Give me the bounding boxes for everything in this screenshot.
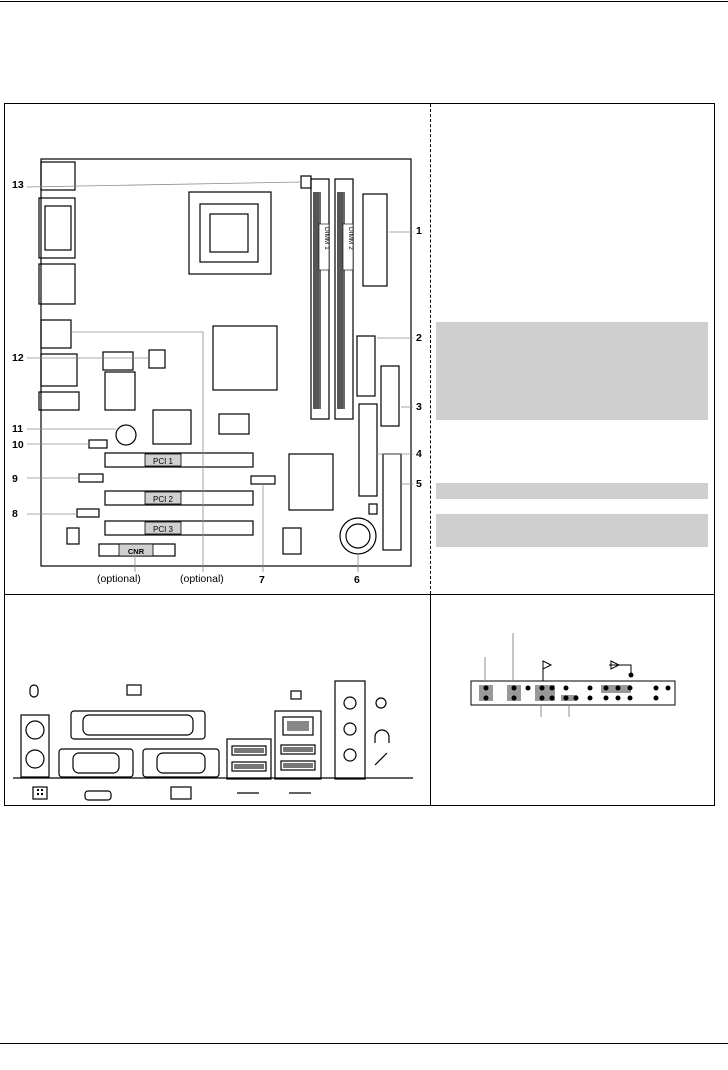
dimm1-label: DIMM 1 — [323, 227, 330, 250]
pci2-label: PCI 2 — [153, 495, 174, 504]
callout-3: 3 — [416, 401, 422, 413]
callout-1: 1 — [416, 225, 422, 237]
vertical-divider — [430, 594, 431, 806]
callout-12: 12 — [12, 352, 24, 364]
monitor-icon — [170, 786, 192, 800]
keyboard-icon — [32, 786, 48, 800]
optional-label-left: (optional) — [97, 573, 141, 585]
line-in-icon — [375, 697, 387, 709]
highlight-bar-2 — [436, 483, 708, 499]
callout-7: 7 — [259, 574, 265, 586]
highlight-bar-3 — [436, 514, 708, 547]
rear-panel-diagram — [13, 680, 413, 801]
pci3-label: PCI 3 — [153, 525, 174, 534]
callout-2: 2 — [416, 332, 422, 344]
top-rule — [0, 1, 728, 2]
callout-8: 8 — [12, 508, 18, 520]
front-panel-header-diagram — [470, 633, 676, 717]
printer-icon — [126, 684, 142, 696]
headphone-icon — [374, 729, 390, 743]
callout-9: 9 — [12, 473, 18, 485]
serial-icon — [84, 790, 112, 801]
cnr-label: CNR — [128, 547, 145, 556]
mainboard-diagram: PCI 1 PCI 2 PCI 3 CNR DIMM 1 DIMM 2 — [26, 158, 413, 572]
highlight-bar-1 — [436, 322, 708, 420]
horizontal-divider — [5, 594, 714, 595]
mouse-icon — [29, 684, 39, 698]
callout-10: 10 — [12, 439, 24, 451]
callout-6: 6 — [354, 574, 360, 586]
callout-13: 13 — [12, 179, 24, 191]
pci1-label: PCI 1 — [153, 457, 174, 466]
dimm2-label: DIMM 2 — [347, 227, 354, 250]
dashed-divider — [430, 104, 431, 594]
figure-frame: PCI 1 PCI 2 PCI 3 CNR DIMM 1 DIMM 2 13 1… — [4, 103, 715, 806]
microphone-icon — [374, 752, 388, 766]
callout-11: 11 — [12, 423, 24, 435]
optional-label-right: (optional) — [180, 573, 224, 585]
callout-4: 4 — [416, 448, 422, 460]
bottom-rule — [0, 1043, 728, 1044]
callout-5: 5 — [416, 478, 422, 490]
network-icon — [290, 690, 302, 700]
